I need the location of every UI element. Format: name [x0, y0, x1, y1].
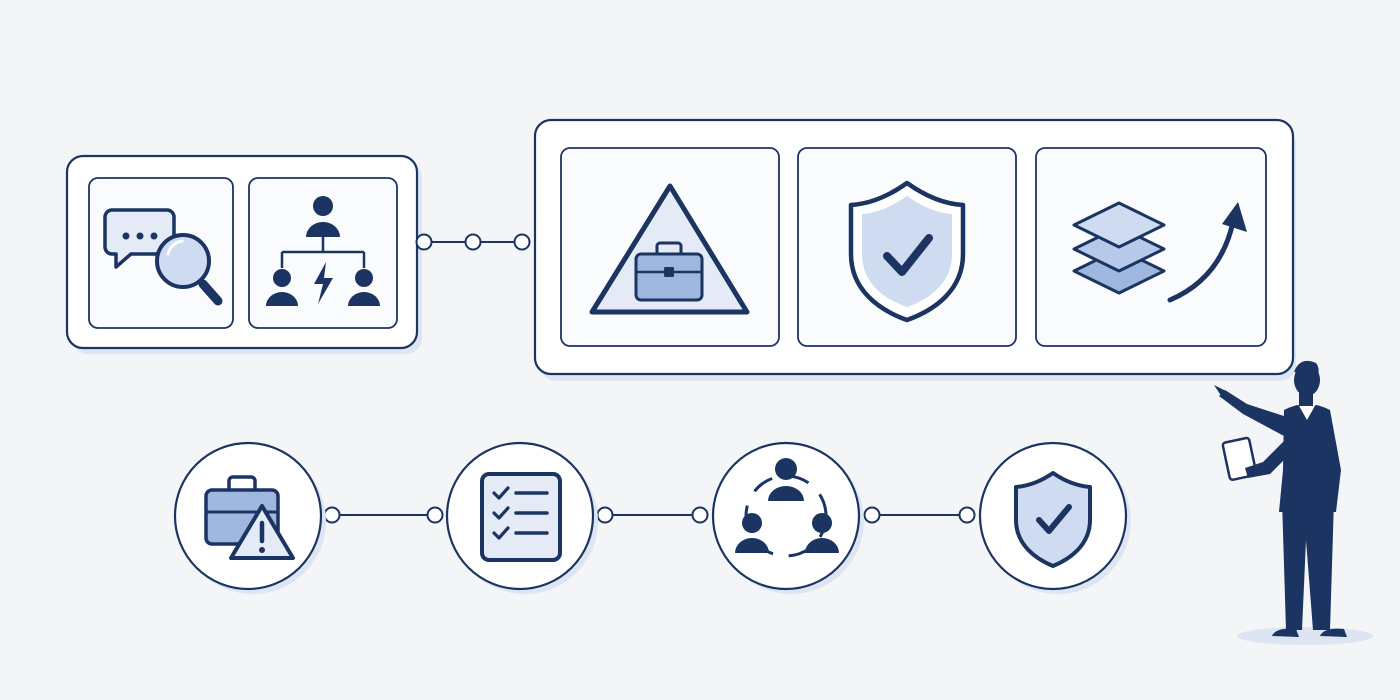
chat-search-icon — [103, 208, 223, 306]
checklist-icon — [480, 472, 562, 562]
org-chart-disruption-icon — [266, 196, 380, 306]
team-collaboration-icon — [735, 458, 839, 558]
flow-step-briefcase-warning — [173, 441, 326, 594]
shield-check-icon — [1014, 471, 1092, 568]
flow-step-team — [711, 441, 864, 594]
briefcase-warning-icon — [204, 475, 295, 560]
flow-step-shield — [978, 441, 1131, 594]
shield-check-icon — [848, 180, 966, 323]
layers-growth-icon — [1072, 201, 1247, 303]
flow-step-checklist — [445, 441, 598, 594]
presenter-with-tablet-icon — [1214, 360, 1373, 645]
bottom-connectors — [323, 506, 976, 524]
top-connector — [415, 233, 531, 251]
business-risk-warning-icon — [589, 183, 750, 315]
